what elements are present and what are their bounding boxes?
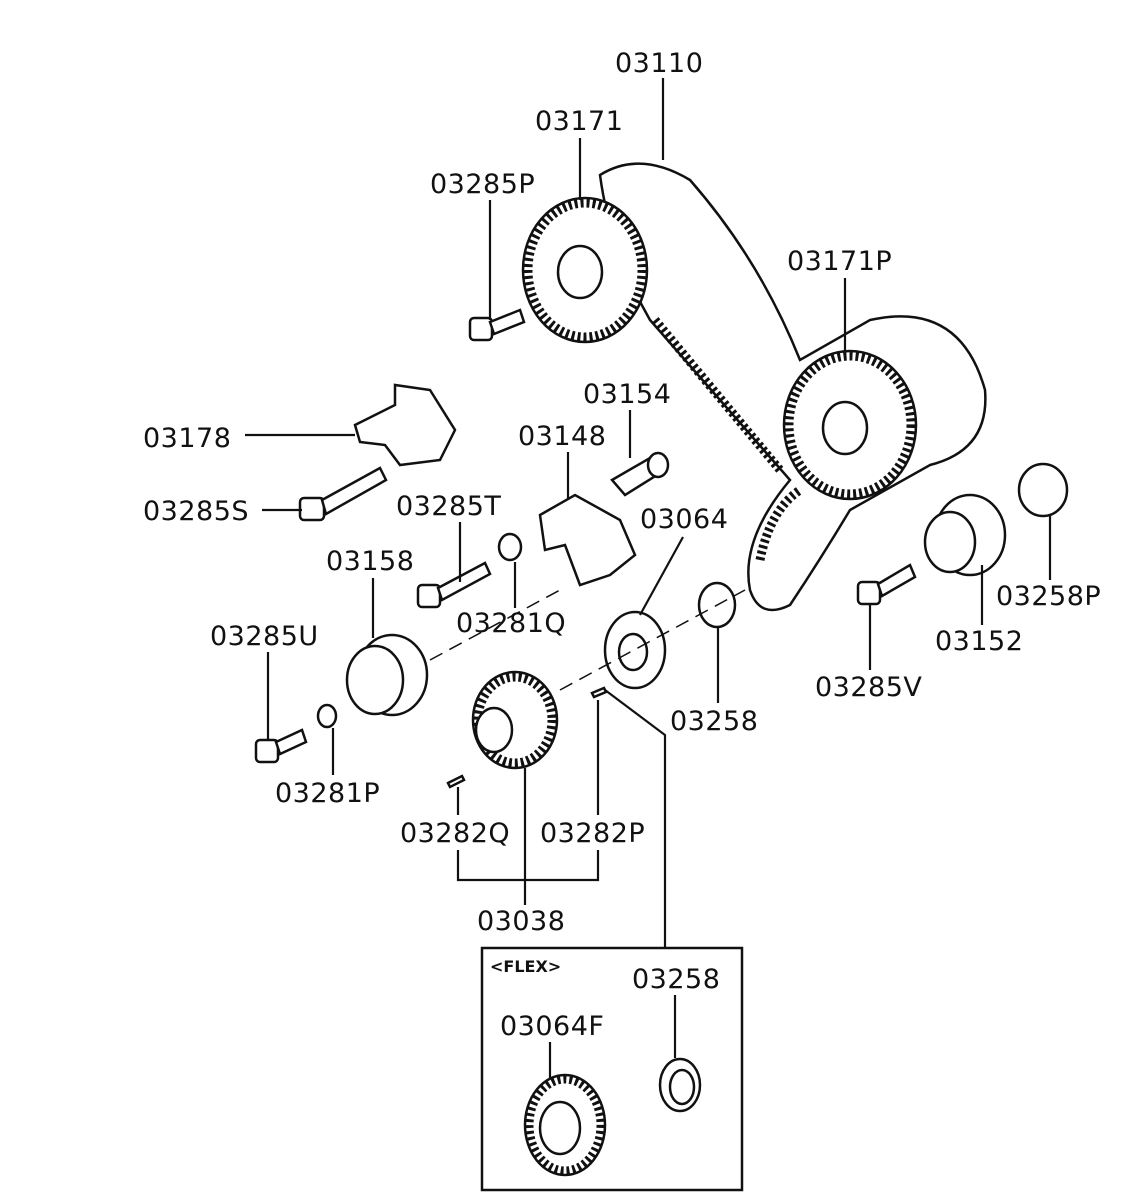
label-03285v: 03285V — [815, 672, 922, 703]
inset-washer — [658, 1057, 702, 1113]
crank-sprocket — [471, 670, 559, 770]
bolt-t — [416, 561, 492, 609]
label-03281p: 03281P — [275, 778, 380, 809]
label-03282p: 03282P — [540, 818, 645, 849]
camshaft-sprocket — [521, 196, 649, 344]
belt-teeth — [651, 317, 784, 473]
bolt-v — [856, 563, 917, 606]
label-03154: 03154 — [583, 379, 671, 410]
label-03258: 03258 — [670, 706, 758, 737]
label-03285p: 03285P — [430, 169, 535, 200]
label-03258p: 03258P — [996, 581, 1101, 612]
label-03110: 03110 — [615, 48, 703, 79]
crank-plate — [603, 610, 667, 690]
label-03285u: 03285U — [210, 621, 319, 652]
inset-plate — [523, 1073, 607, 1177]
tensioner — [353, 383, 457, 467]
tensioner-arm — [538, 493, 637, 587]
washer-p — [316, 703, 338, 729]
inset-title: <FLEX> — [490, 957, 561, 976]
label-03282q: 03282Q — [400, 818, 510, 849]
label-03064: 03064 — [640, 504, 728, 535]
label-03285s: 03285S — [143, 496, 249, 527]
key-p — [590, 686, 608, 699]
leader-lines — [245, 78, 1052, 1080]
flex-inset: <FLEX> 03258 03064F — [480, 946, 744, 1192]
label-03285t: 03285T — [396, 491, 501, 522]
label-03171: 03171 — [535, 106, 623, 137]
inset-label-03258: 03258 — [632, 964, 720, 995]
shaft — [610, 451, 670, 497]
axis-line — [559, 589, 746, 691]
tensioner-pulley — [345, 633, 429, 717]
spacer — [1017, 462, 1069, 518]
label-03152: 03152 — [935, 626, 1023, 657]
label-03038: 03038 — [477, 906, 565, 937]
label-03158: 03158 — [326, 546, 414, 577]
bolt-s — [298, 466, 388, 522]
label-03171p: 03171P — [787, 246, 892, 277]
label-03281q: 03281Q — [456, 608, 566, 639]
inset-label-03064f: 03064F — [500, 1011, 604, 1042]
bolt-p — [468, 308, 526, 342]
camshaft-sprocket-p — [782, 349, 918, 501]
axis-line — [429, 589, 561, 661]
idler-pulley — [923, 493, 1007, 577]
key-q — [446, 774, 466, 789]
label-03178: 03178 — [143, 423, 231, 454]
label-03148: 03148 — [518, 421, 606, 452]
washer-q — [497, 532, 523, 562]
bolt-u — [254, 728, 308, 764]
